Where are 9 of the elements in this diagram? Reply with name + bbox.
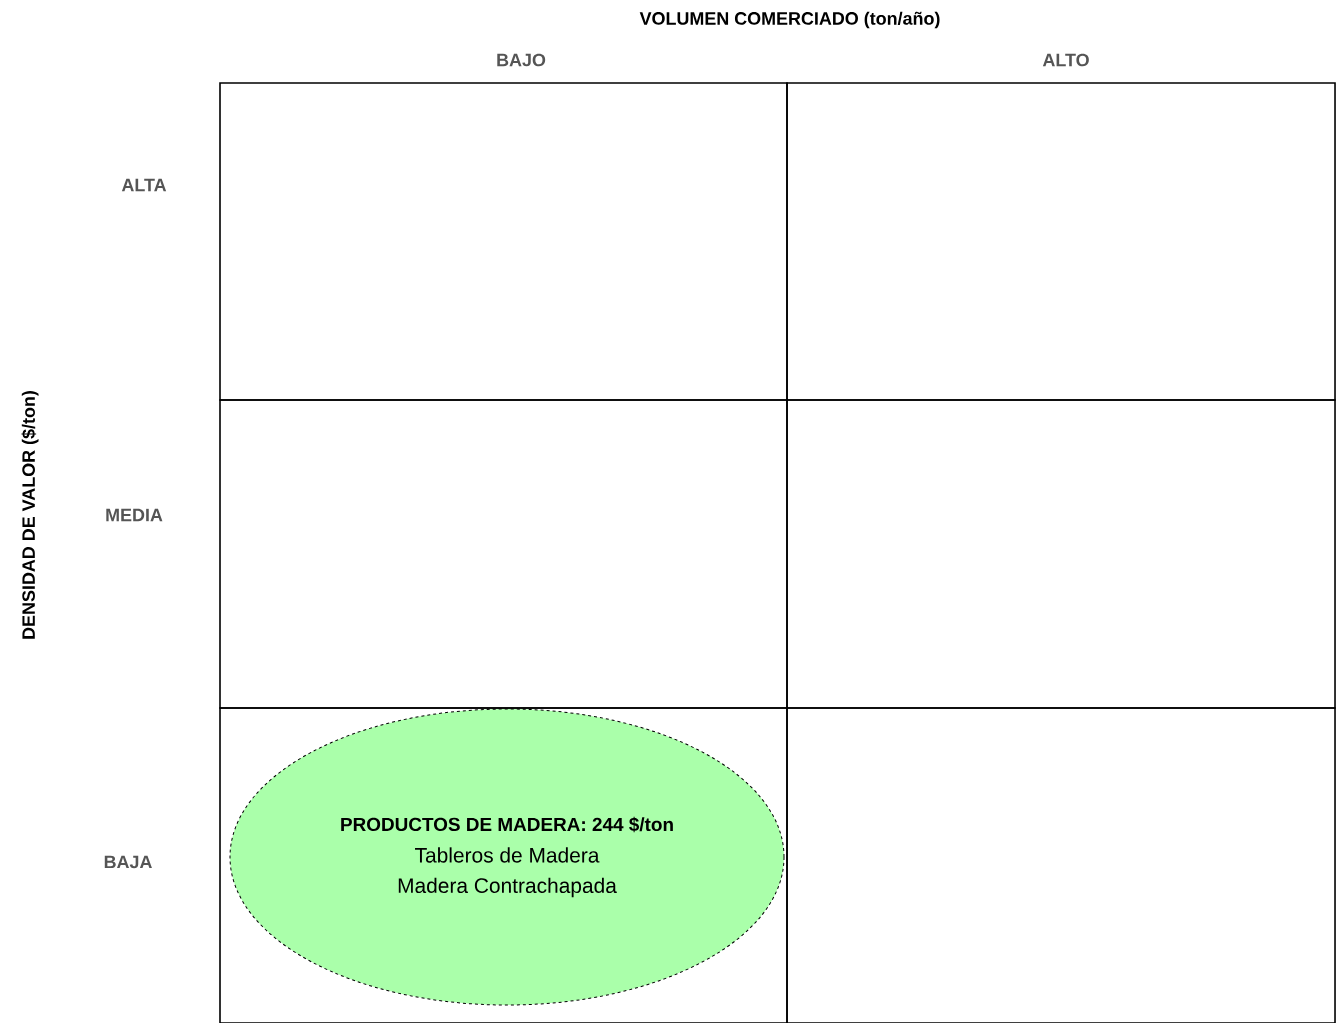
axis-category: BAJA (104, 855, 152, 869)
grid-cell (219, 82, 788, 401)
grid-cell (786, 399, 1336, 709)
axis-title: DENSIDAD DE VALOR ($/ton) (21, 391, 39, 639)
grid-cell (786, 707, 1336, 1023)
grid-cell (786, 82, 1336, 401)
axis-category: ALTA (121, 178, 167, 192)
axis-title: VOLUMEN COMERCIADO (ton/año) (639, 11, 940, 29)
grid-cell (219, 399, 788, 709)
